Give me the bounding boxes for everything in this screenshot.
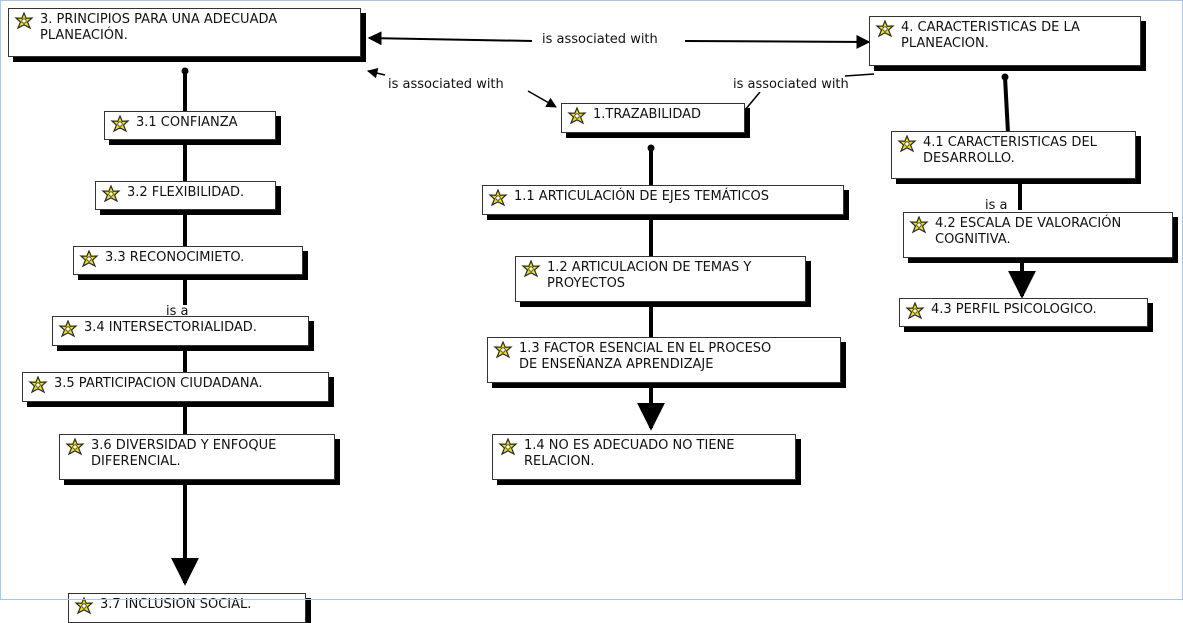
- concept-icon: [498, 438, 518, 456]
- concept-node-3-7[interactable]: 3.7 INCLUSION SOCIAL.: [68, 593, 306, 623]
- concept-node-3-1[interactable]: 3.1 CONFIANZA: [104, 111, 276, 140]
- concept-label: 3.6 DIVERSIDAD Y ENFOQUE DIFERENCIAL.: [91, 438, 277, 469]
- concept-icon: [521, 260, 541, 278]
- concept-icon: [28, 376, 48, 394]
- link-col4a: [1003, 76, 1010, 134]
- relation-label-left: is associated with: [387, 77, 505, 92]
- concept-node-4-1[interactable]: 4.1 CARACTERISTICAS DEL DESARROLLO.: [891, 131, 1136, 179]
- concept-icon: [875, 20, 895, 38]
- concept-label: 3.2 FLEXIBILIDAD.: [127, 185, 245, 200]
- relation-label-isa-right: is a: [984, 198, 1009, 213]
- concept-icon: [101, 185, 121, 203]
- concept-node-1-3[interactable]: 1.3 FACTOR ESENCIAL EN EL PROCESO DE ENS…: [487, 337, 841, 383]
- concept-icon: [488, 189, 508, 207]
- concept-node-1[interactable]: 1.TRAZABILIDAD: [561, 103, 745, 133]
- link-top-right: [684, 34, 871, 49]
- concept-node-4-3[interactable]: 4.3 PERFIL PSICOLOGICO.: [899, 298, 1148, 327]
- concept-icon: [79, 250, 99, 268]
- concept-icon: [58, 320, 78, 338]
- concept-node-1-2[interactable]: 1.2 ARTICULACION DE TEMAS Y PROYECTOS: [515, 256, 806, 302]
- concept-label: 1.2 ARTICULACION DE TEMAS Y PROYECTOS: [547, 260, 752, 291]
- concept-label: 1.4 NO ES ADECUADO NO TIENE RELACION.: [524, 438, 735, 469]
- concept-node-4-2[interactable]: 4.2 ESCALA DE VALORACIÓN COGNITIVA.: [903, 212, 1173, 258]
- concept-icon: [905, 302, 925, 320]
- link-left-tail: [366, 68, 386, 79]
- concept-node-4[interactable]: 4. CARACTERISTICAS DE LA PLANEACION.: [869, 16, 1141, 66]
- relation-label-isa-left: is a: [165, 304, 190, 319]
- concept-label: 4.3 PERFIL PSICOLOGICO.: [931, 302, 1097, 317]
- concept-icon: [74, 597, 94, 615]
- concept-label: 3. PRINCIPIOS PARA UNA ADECUADA PLANEACI…: [40, 12, 278, 43]
- concept-label: 1.1 ARTICULACIÓN DE EJES TEMÁTICOS: [514, 189, 769, 204]
- concept-icon: [110, 115, 130, 133]
- concept-icon: [65, 438, 85, 456]
- concept-node-1-1[interactable]: 1.1 ARTICULACIÓN DE EJES TEMÁTICOS: [482, 185, 844, 215]
- link-right-head: [744, 91, 761, 111]
- link-top-left: [367, 31, 533, 46]
- concept-label: 4.2 ESCALA DE VALORACIÓN COGNITIVA.: [935, 216, 1122, 247]
- concept-icon: [909, 216, 929, 234]
- concept-label: 1.3 FACTOR ESENCIAL EN EL PROCESO DE ENS…: [519, 341, 772, 372]
- concept-label: 3.4 INTERSECTORIALIDAD.: [84, 320, 257, 335]
- concept-node-1-4[interactable]: 1.4 NO ES ADECUADO NO TIENE RELACION.: [492, 434, 796, 480]
- concept-node-3[interactable]: 3. PRINCIPIOS PARA UNA ADECUADA PLANEACI…: [8, 8, 361, 57]
- relation-label-top: is associated with: [541, 32, 659, 47]
- concept-icon: [14, 12, 34, 30]
- concept-node-3-6[interactable]: 3.6 DIVERSIDAD Y ENFOQUE DIFERENCIAL.: [59, 434, 335, 480]
- concept-label: 3.5 PARTICIPACION CIUDADANA.: [54, 376, 263, 391]
- concept-node-3-5[interactable]: 3.5 PARTICIPACION CIUDADANA.: [22, 372, 329, 402]
- concept-label: 1.TRAZABILIDAD: [593, 107, 702, 122]
- concept-icon: [897, 135, 917, 153]
- link-left-head: [527, 90, 557, 108]
- concept-label: 3.3 RECONOCIMIETO.: [105, 250, 245, 265]
- relation-label-right: is associated with: [732, 77, 850, 92]
- link-right-tail: [844, 73, 875, 77]
- concept-label: 3.7 INCLUSION SOCIAL.: [100, 597, 252, 612]
- concept-icon: [493, 341, 513, 359]
- concept-node-3-3[interactable]: 3.3 RECONOCIMIETO.: [73, 246, 303, 275]
- concept-label: 3.1 CONFIANZA: [136, 115, 238, 130]
- concept-node-3-4[interactable]: 3.4 INTERSECTORIALIDAD.: [52, 316, 309, 346]
- concept-icon: [567, 107, 587, 125]
- concept-label: 4.1 CARACTERISTICAS DEL DESARROLLO.: [923, 135, 1097, 166]
- concept-node-3-2[interactable]: 3.2 FLEXIBILIDAD.: [95, 181, 276, 210]
- concept-label: 4. CARACTERISTICAS DE LA PLANEACION.: [901, 20, 1080, 51]
